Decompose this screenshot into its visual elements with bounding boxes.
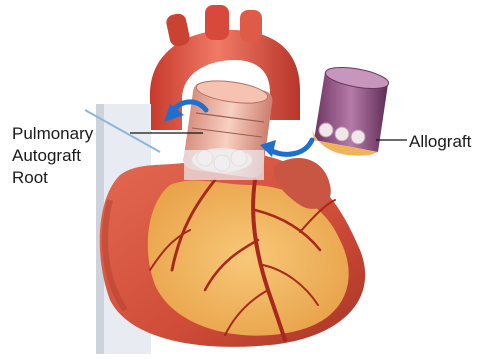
label-line-1: Pulmonary <box>12 123 93 145</box>
allograft <box>312 64 390 156</box>
label-allograft: Allograft <box>409 131 471 153</box>
label-line-3: Root <box>12 167 93 189</box>
arrow-allograft-icon <box>260 140 312 157</box>
label-pulmonary-autograft-root: Pulmonary Autograft Root <box>12 123 93 189</box>
heart-body <box>100 153 365 346</box>
label-line-2: Autograft <box>12 145 93 167</box>
pulmonary-autograft <box>182 77 273 180</box>
